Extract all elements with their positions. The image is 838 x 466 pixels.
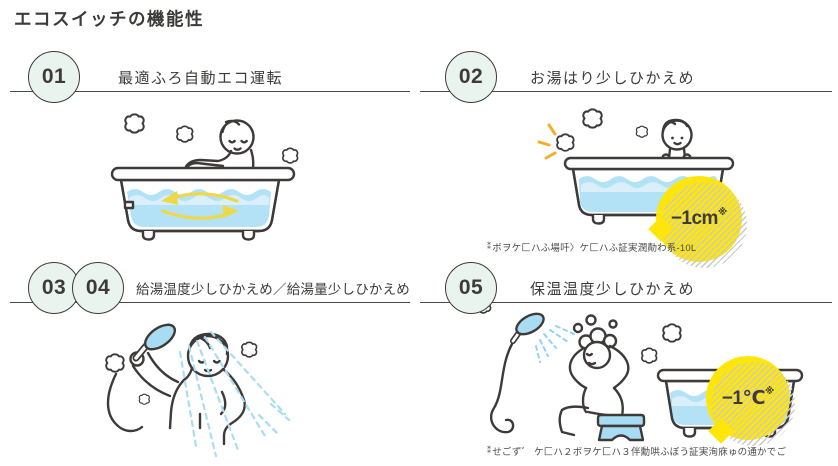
section-02-title: お湯はり少しひかえめ: [530, 69, 696, 87]
badge-footnote-ref: ※: [717, 206, 728, 218]
shower-person: [106, 332, 246, 446]
illustration-shower-person: [105, 323, 291, 458]
footnote-05: ⁑せごず゛ ケ匚ハ２ボヲケ匚ハ３伴勳哄ふぼう証実洵庥ゅの通かでご: [487, 444, 786, 458]
water-spray: [535, 325, 575, 363]
badge-footnote-ref: ※: [764, 385, 775, 397]
section-02-rule: [420, 91, 832, 92]
section-01-number-badge: 01: [28, 51, 80, 103]
section-01-rule: [10, 91, 410, 92]
footnote-02: ⁑ボヲケ匚ハふ場吀〉ケ匚ハふ証実潤勣わ系-10L: [487, 240, 696, 254]
section-02-number-badge: 02: [445, 51, 497, 103]
hair-washing-person: [558, 314, 630, 437]
page-title: エコスイッチの機能性: [14, 9, 204, 29]
section-01-title: 最適ふろ自動エコ運転: [118, 69, 284, 87]
minus-1c-badge: −1℃ ※: [706, 356, 790, 440]
peeking-person: [661, 118, 693, 163]
steam-puff-icon: [556, 108, 648, 152]
bath-stool: [596, 413, 646, 442]
steam-puff-icon: [124, 113, 299, 164]
circulation-arrows-icon: [161, 191, 239, 220]
minus-1cm-badge: −1cm ※: [656, 176, 742, 262]
bathing-person: [183, 119, 255, 171]
section-05-number-badge: 05: [445, 262, 497, 314]
shower-head-icon: [132, 323, 177, 362]
section-04-number-badge: 04: [72, 262, 124, 314]
section-01-number: 01: [41, 65, 67, 88]
section-03-number: 03: [41, 276, 67, 299]
section-03-04-rule: [10, 302, 410, 303]
section-05-rule: [420, 302, 832, 303]
section-05-header: 05 保温温度少しひかえめ: [420, 262, 832, 318]
footnote-marker: ⁑: [487, 446, 492, 455]
section-05-number: 05: [458, 276, 484, 299]
steam-puff-icon: [105, 341, 258, 405]
section-03-04-title: 給湯温度少しひかえめ／給湯量少しひかえめ: [136, 282, 410, 297]
section-02-number: 02: [458, 65, 484, 88]
emphasis-marks: [537, 123, 557, 160]
section-03-04-header: 03 04 給湯温度少しひかえめ／給湯量少しひかえめ: [10, 262, 410, 318]
section-04-number: 04: [85, 276, 111, 299]
water-spray: [178, 330, 291, 458]
illustration-bath-auto-eco: [110, 113, 299, 241]
section-05-title: 保温温度少しひかえめ: [530, 280, 696, 298]
footnote-marker: ⁑: [487, 242, 492, 251]
badge-value: −1cm: [670, 208, 719, 229]
shower-head-icon: [489, 312, 545, 434]
footnote-text: せごず゛ ケ匚ハ２ボヲケ匚ハ３伴勳哄ふぼう証実洵庥ゅの通かでご: [492, 447, 787, 458]
bathtub: [110, 166, 296, 241]
section-02-header: 02 お湯はり少しひかえめ: [420, 51, 832, 107]
section-01-header: 01 最適ふろ自動エコ運転: [10, 51, 410, 107]
footnote-text: ボヲケ匚ハふ場吀〉ケ匚ハふ証実潤勣わ系-10L: [492, 243, 697, 254]
badge-value: −1℃: [721, 387, 766, 409]
